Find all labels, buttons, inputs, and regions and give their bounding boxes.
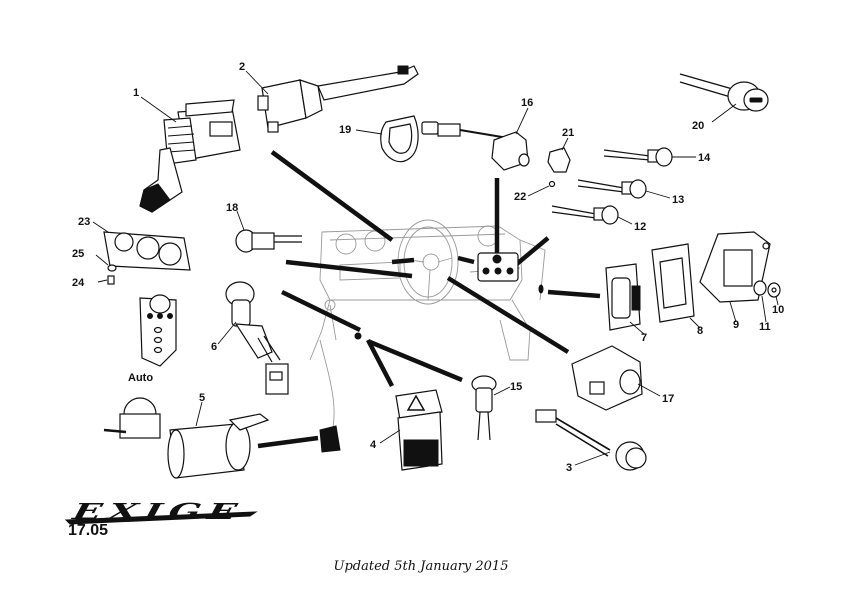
part-warning-lamp — [235, 229, 302, 253]
callout-24: 24 — [72, 277, 85, 289]
page-number: 17.05 — [68, 522, 109, 539]
callout-10: 10 — [772, 304, 784, 316]
svg-text:EXIGE: EXIGE — [69, 499, 246, 525]
callout-labels: 1 2 3 4 5 6 7 8 9 10 11 12 13 14 15 16 1… — [72, 61, 784, 474]
callout-14: 14 — [698, 152, 711, 164]
callout-25: 25 — [72, 248, 84, 260]
part-door-switch-13 — [577, 179, 647, 199]
callout-11: 11 — [759, 321, 771, 333]
part-indicator-stalk — [139, 99, 241, 213]
part-ignition-switch — [421, 121, 530, 171]
callout-4: 4 — [370, 439, 377, 451]
part-lighting-switch — [571, 345, 643, 411]
part-door-switch-14 — [603, 147, 673, 167]
part-nut-10 — [767, 282, 781, 298]
part-washer-11 — [753, 280, 767, 296]
callout-23: 23 — [78, 216, 90, 228]
callout-16: 16 — [521, 97, 533, 109]
callout-2: 2 — [239, 61, 245, 73]
callout-9: 9 — [733, 319, 739, 331]
callout-20: 20 — [692, 120, 704, 132]
part-auto-switch-panel — [139, 294, 177, 367]
part-horn-ring — [380, 115, 419, 163]
part-knob — [547, 147, 571, 173]
callout-leaders — [92, 70, 779, 466]
part-cigar-lighter — [103, 397, 270, 479]
callout-21: 21 — [562, 127, 574, 139]
auto-label: Auto — [128, 372, 153, 384]
callout-3: 3 — [566, 462, 572, 474]
part-screw — [107, 275, 115, 285]
exige-logo: EXIGE — [64, 499, 258, 525]
part-switch-bezel — [651, 243, 695, 323]
callout-15: 15 — [510, 381, 522, 393]
part-push-switch — [471, 375, 497, 441]
part-switch-panel — [103, 231, 191, 271]
callout-13: 13 — [672, 194, 684, 206]
part-washer — [107, 264, 117, 272]
part-rotary-switch — [225, 281, 289, 395]
part-hazard-switch — [395, 389, 443, 471]
callout-19: 19 — [339, 124, 351, 136]
callout-1: 1 — [133, 87, 139, 99]
part-socket-grommet — [679, 73, 769, 112]
part-grub-screw — [548, 180, 556, 188]
callout-5: 5 — [199, 392, 205, 404]
callout-12: 12 — [634, 221, 646, 233]
pointer-lines — [257, 150, 601, 449]
callout-17: 17 — [662, 393, 674, 405]
part-bulb-holder — [319, 425, 341, 453]
callout-8: 8 — [697, 325, 703, 337]
part-door-switch-12 — [551, 205, 619, 225]
update-note: Updated 5th January 2015 — [333, 559, 509, 574]
pointer-dot — [354, 332, 362, 340]
part-mounting-bracket — [699, 231, 771, 303]
callout-7: 7 — [641, 332, 647, 344]
console-switch-panel — [477, 252, 519, 282]
callout-6: 6 — [211, 341, 217, 353]
callout-18: 18 — [226, 202, 238, 214]
pointer-dot — [538, 284, 544, 294]
part-wiper-stalk — [257, 65, 419, 133]
part-loom-switch — [535, 409, 647, 471]
part-window-switch — [605, 263, 641, 331]
callout-22: 22 — [514, 191, 526, 203]
